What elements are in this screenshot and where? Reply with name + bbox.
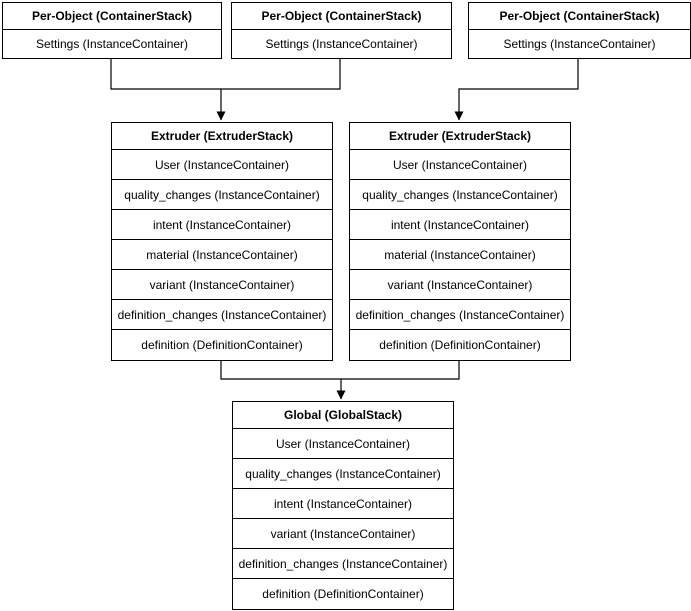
row-material: material (InstanceContainer) [112,240,332,270]
row-material: material (InstanceContainer) [350,240,570,270]
row-user: User (InstanceContainer) [233,429,453,459]
node-title: Per-Object (ContainerStack) [3,3,221,30]
row-definition: definition (DefinitionContainer) [262,587,424,601]
row-quality-changes: quality_changes (InstanceContainer) [112,180,332,210]
edge-join-perobject12 [110,57,341,90]
row-settings: Settings (InstanceContainer) [503,37,656,51]
row-definition-changes: definition_changes (InstanceContainer) [350,300,570,330]
row-user: User (InstanceContainer) [112,150,332,180]
node-per-object-1: Per-Object (ContainerStack) Settings (In… [2,2,222,59]
row-intent: intent (InstanceContainer) [112,210,332,240]
row-quality-changes: quality_changes (InstanceContainer) [233,459,453,489]
row-definition: definition (DefinitionContainer) [141,338,303,352]
node-extruder-left: Extruder (ExtruderStack) User (InstanceC… [111,122,333,361]
node-extruder-right: Extruder (ExtruderStack) User (InstanceC… [349,122,571,361]
row-definition-changes: definition_changes (InstanceContainer) [112,300,332,330]
node-title: Extruder (ExtruderStack) [112,123,332,150]
row-quality-changes: quality_changes (InstanceContainer) [350,180,570,210]
row-settings: Settings (InstanceContainer) [265,37,418,51]
row-settings: Settings (InstanceContainer) [35,37,189,51]
row-user: User (InstanceContainer) [350,150,570,180]
row-intent: intent (InstanceContainer) [350,210,570,240]
row-definition: definition (DefinitionContainer) [379,338,541,352]
edge-join-extruders [220,360,460,380]
row-variant: variant (InstanceContainer) [233,519,453,549]
edge-perobject3-extruder-right [454,57,579,121]
row-variant: variant (InstanceContainer) [350,270,570,300]
node-global: Global (GlobalStack) User (InstanceConta… [232,401,454,610]
node-title: Per-Object (ContainerStack) [469,3,690,30]
row-definition-changes: definition_changes (InstanceContainer) [233,549,453,579]
node-title: Per-Object (ContainerStack) [232,3,451,30]
node-title: Global (GlobalStack) [233,402,453,429]
row-variant: variant (InstanceContainer) [112,270,332,300]
node-title: Extruder (ExtruderStack) [350,123,570,150]
node-per-object-3: Per-Object (ContainerStack) Settings (In… [468,2,691,59]
node-per-object-2: Per-Object (ContainerStack) Settings (In… [231,2,452,59]
row-intent: intent (InstanceContainer) [233,489,453,519]
